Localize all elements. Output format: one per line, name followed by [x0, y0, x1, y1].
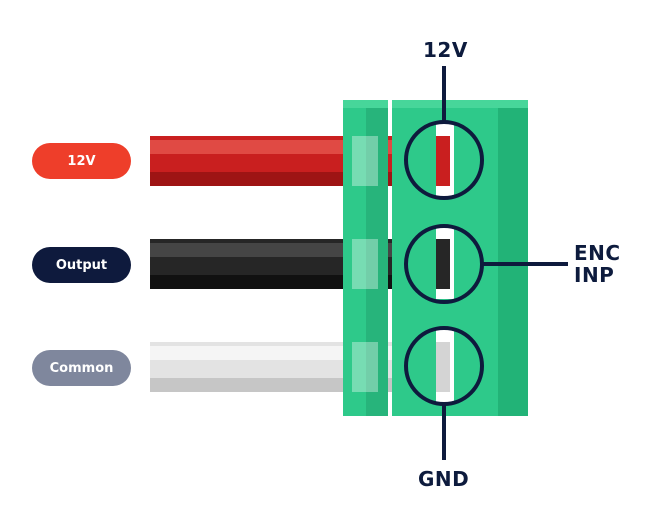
wire-label-12v: 12V: [32, 143, 131, 179]
wire-label-common: Common: [32, 350, 131, 386]
callout-12v: [404, 66, 484, 200]
terminal-block-rear: [343, 100, 388, 416]
callout-enc-inp: [404, 224, 568, 304]
terminal-label-gnd: GND: [418, 467, 470, 491]
callout-gnd: [404, 326, 484, 460]
terminal-label-inp: INP: [574, 263, 615, 287]
terminal-label-enc: ENC: [574, 241, 621, 265]
wire-label-output: Output: [32, 247, 131, 283]
terminal-label-12v: 12V: [423, 38, 468, 62]
terminal-block-body: [392, 100, 528, 416]
